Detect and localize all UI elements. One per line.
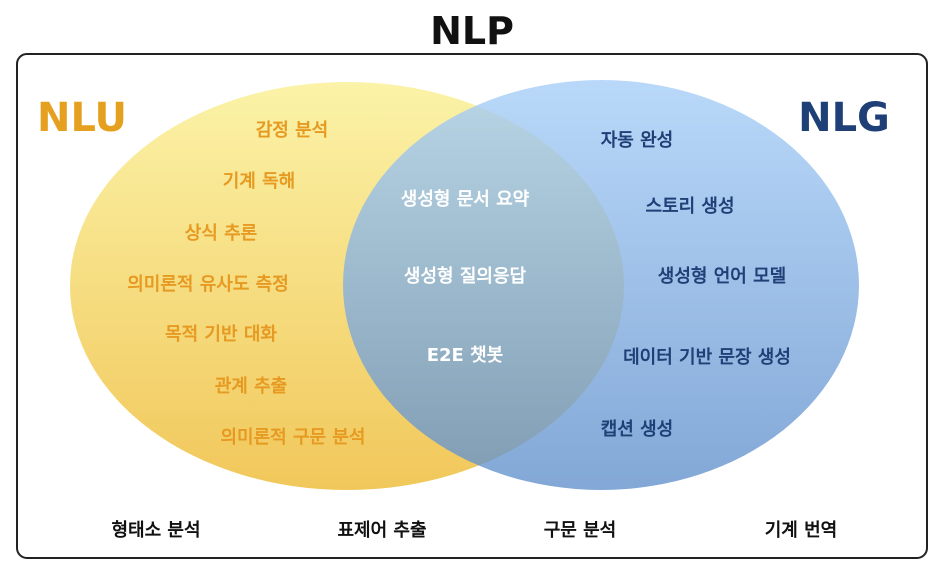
nlg-item: 생성형 언어 모델	[658, 266, 786, 287]
diagram-title: NLP	[430, 9, 514, 53]
nlu-item: 목적 기반 대화	[165, 324, 277, 345]
bottom-item: 구문 분석	[544, 520, 617, 541]
nlg-item: 자동 완성	[601, 130, 674, 151]
bottom-item: 표제어 추출	[337, 520, 426, 541]
nlu-item: 상식 추론	[185, 223, 258, 244]
nlg-item: 데이터 기반 문장 생성	[623, 347, 791, 368]
nlu-label: NLU	[37, 95, 127, 141]
nlg-items: 자동 완성 스토리 생성 생성형 언어 모델 데이터 기반 문장 생성 캡션 생…	[601, 130, 791, 440]
bottom-items: 형태소 분석 표제어 추출 구문 분석 기계 번역	[111, 520, 837, 541]
nlu-item: 기계 독해	[223, 171, 296, 192]
nlu-item: 의미론적 구문 분석	[220, 427, 365, 448]
overlap-item: E2E 챗봇	[427, 345, 504, 366]
overlap-items: 생성형 문서 요약 생성형 질의응답 E2E 챗봇	[401, 188, 530, 366]
bottom-item: 형태소 분석	[111, 520, 200, 541]
nlg-label: NLG	[798, 95, 890, 141]
nlg-item: 캡션 생성	[601, 419, 674, 440]
nlp-frame	[16, 53, 928, 559]
bottom-item: 기계 번역	[765, 520, 838, 541]
nlu-item: 감정 분석	[256, 120, 329, 141]
nlu-items: 감정 분석 기계 독해 상식 추론 의미론적 유사도 측정 목적 기반 대화 관…	[127, 120, 365, 448]
nlu-item: 의미론적 유사도 측정	[127, 274, 289, 295]
nlg-item: 스토리 생성	[645, 196, 734, 217]
nlg-circle	[343, 80, 859, 490]
overlap-item: 생성형 질의응답	[404, 266, 527, 287]
overlap-item: 생성형 문서 요약	[401, 188, 530, 210]
nlu-item: 관계 추출	[215, 376, 288, 397]
